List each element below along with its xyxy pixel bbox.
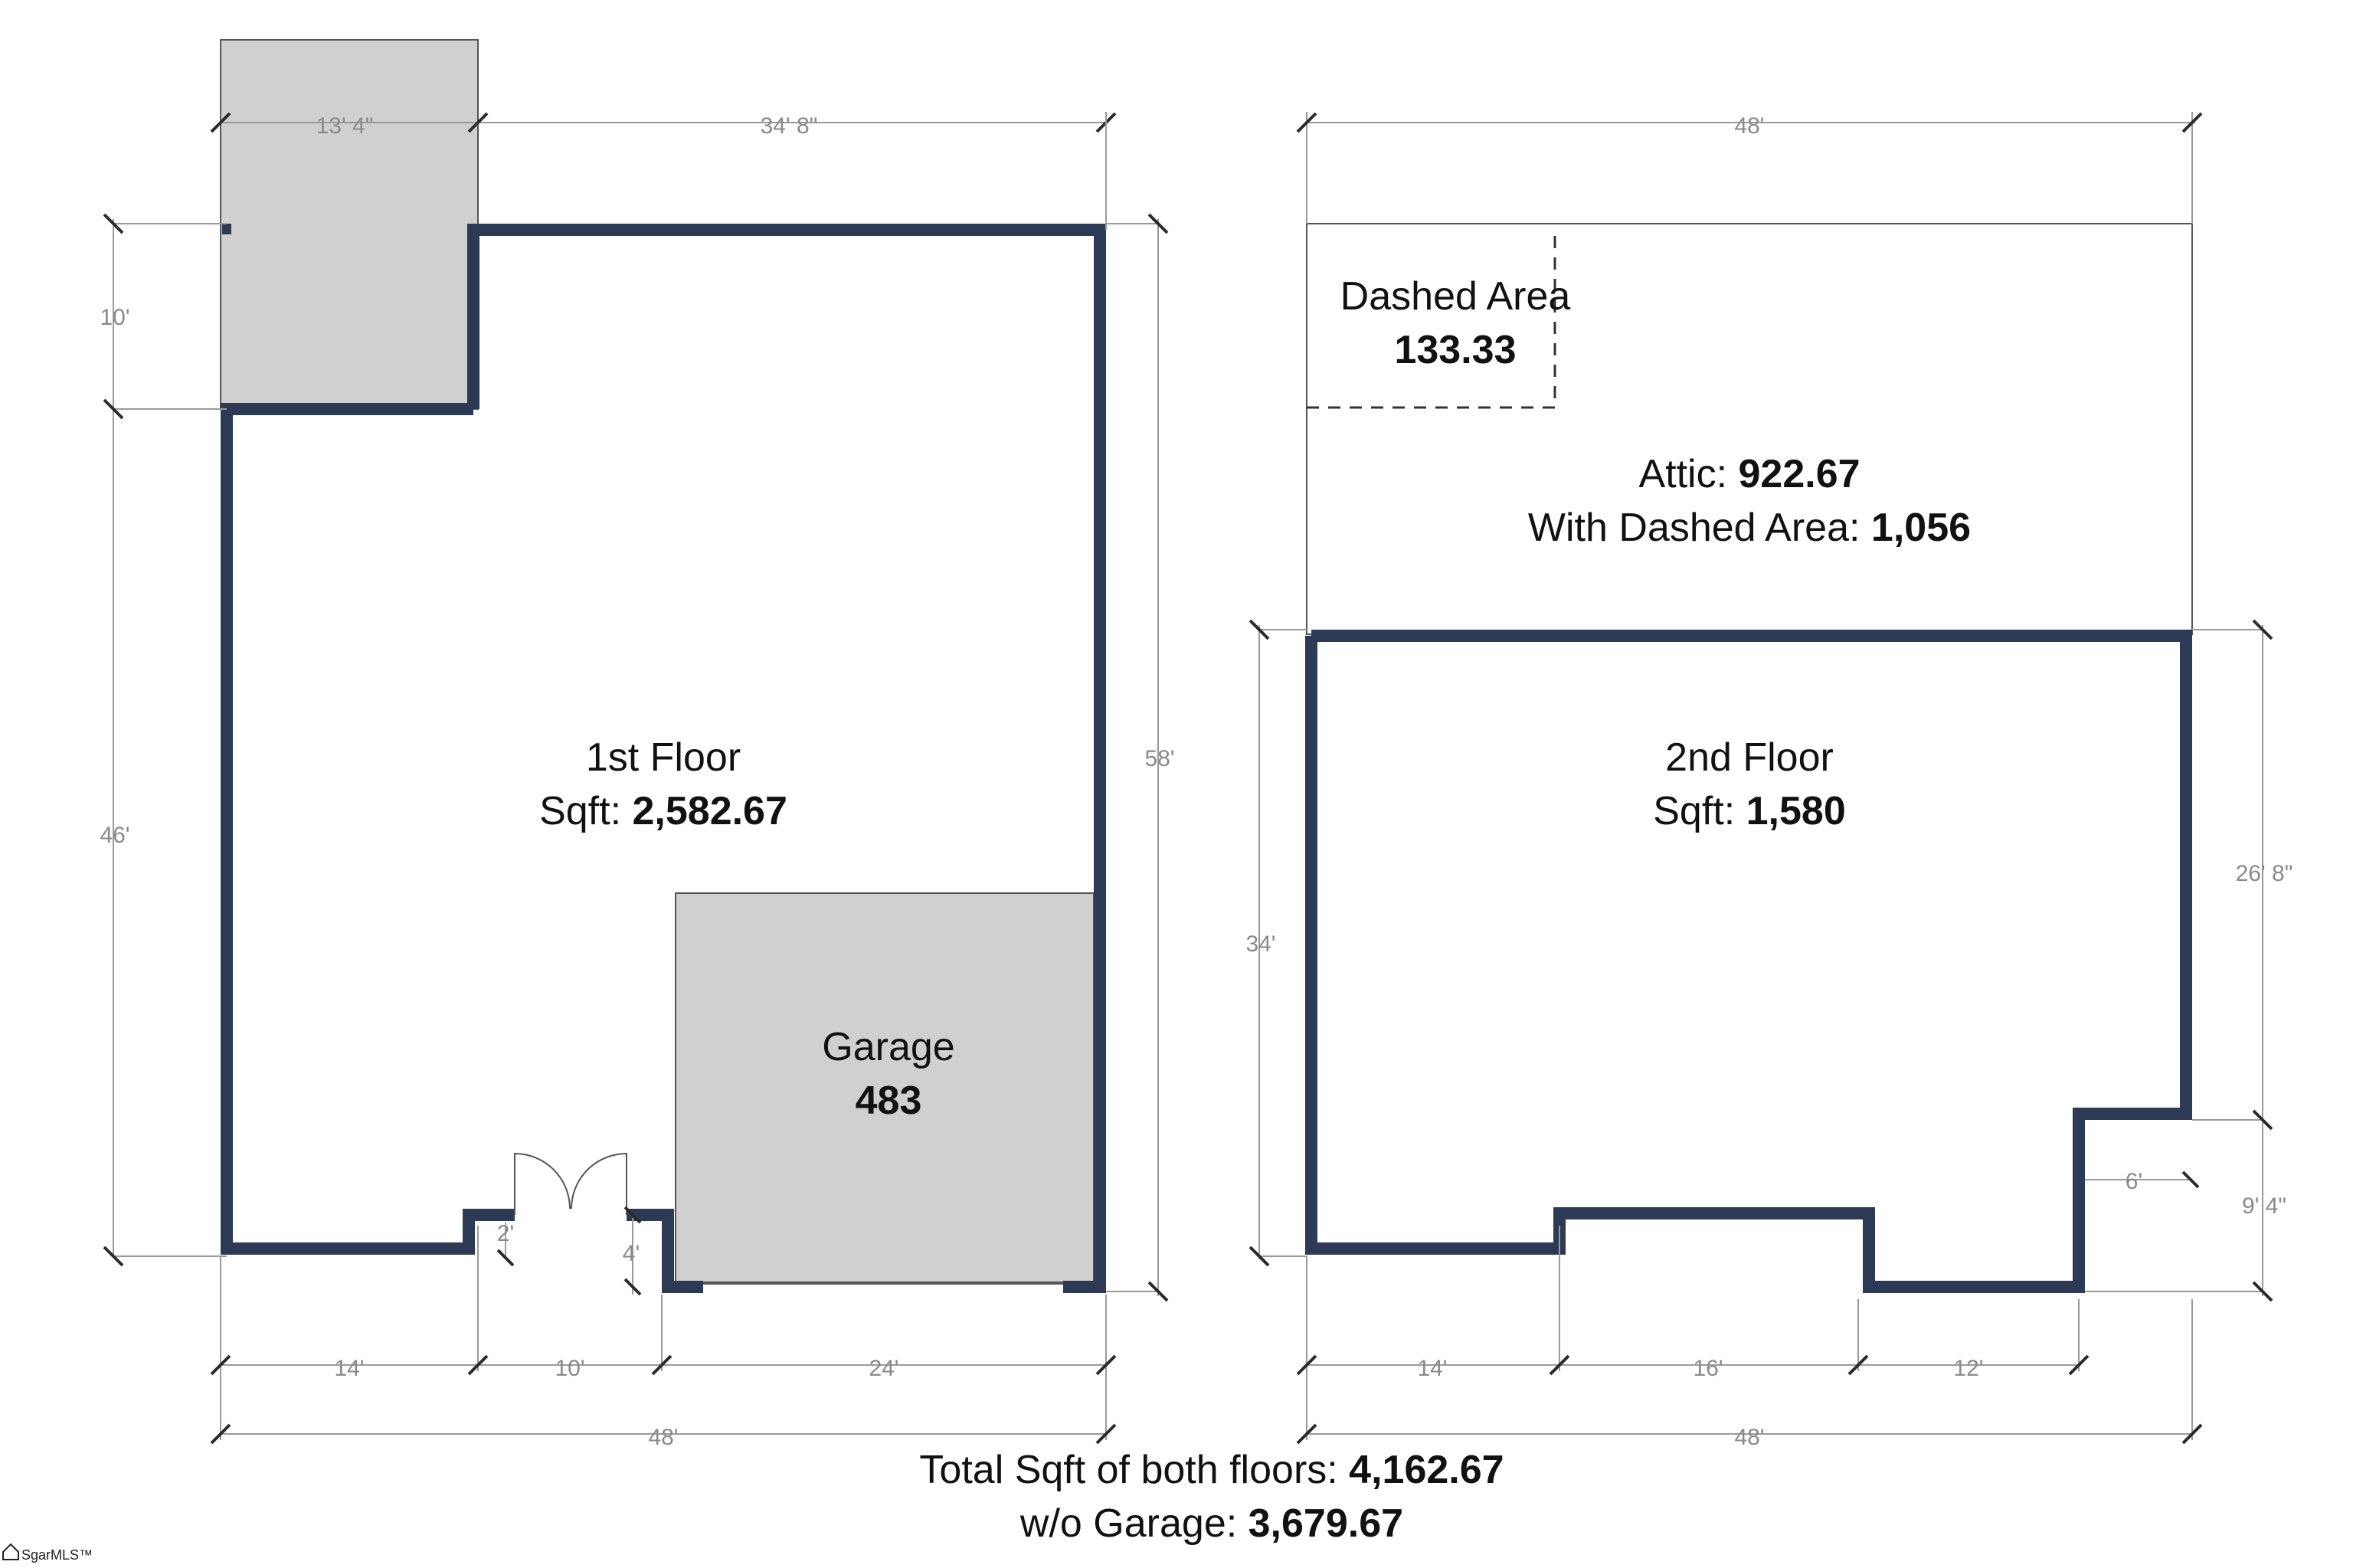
dim2-bottom-c: 12' (1953, 1356, 1983, 1381)
garage-area (675, 892, 1095, 1283)
second-floor-title: 2nd Floor (1665, 735, 1834, 780)
dim2-left: 34' (1245, 931, 1275, 957)
dim-top-right: 34' 8" (761, 113, 818, 139)
door-swing-left (514, 1152, 571, 1215)
garage-sqft: 483 (856, 1079, 922, 1123)
dim-door-a: 2' (497, 1221, 514, 1246)
first-floor-sqft: Sqft: 2,582.67 (539, 789, 787, 833)
dim2-notch: 6' (2126, 1169, 2142, 1194)
dim2-top: 48' (1734, 113, 1764, 139)
first-floor-walls-garage (627, 1209, 703, 1293)
dim2-bottom-total: 48' (1734, 1425, 1764, 1450)
dashed-area (1307, 231, 1556, 409)
dashed-area-value: 133.33 (1394, 328, 1516, 372)
house-logo-icon (2, 1543, 19, 1560)
dim-left-lower: 46' (100, 823, 129, 848)
dim-bottom-b: 10' (555, 1356, 584, 1381)
total-sqft: Total Sqft of both floors: 4,162.67 (919, 1448, 1504, 1492)
door-swing-right (571, 1152, 627, 1215)
dashed-area-title: Dashed Area (1340, 274, 1571, 319)
dim2-right-lower: 9' 4" (2242, 1193, 2286, 1219)
dim-door-b: 4' (623, 1241, 640, 1266)
post-marker (222, 224, 231, 234)
dim2-right-upper: 26' 8" (2236, 861, 2293, 886)
first-floor-title: 1st Floor (586, 735, 741, 780)
dim-bottom-total: 48' (648, 1425, 678, 1450)
first-floor-walls-left (221, 403, 515, 1255)
attic-with-dashed: With Dashed Area: 1,056 (1528, 506, 1971, 550)
porch-area (220, 39, 479, 410)
dim2-bottom-b: 16' (1693, 1356, 1723, 1381)
dim2-bottom-a: 14' (1417, 1356, 1447, 1381)
dim-left-upper: 10' (100, 305, 129, 330)
attic-sqft: Attic: 922.67 (1638, 452, 1860, 496)
garage-title: Garage (822, 1025, 954, 1069)
dim-bottom-a: 14' (334, 1356, 364, 1381)
second-floor-sqft: Sqft: 1,580 (1653, 789, 1846, 833)
dim-right: 58' (1144, 746, 1174, 771)
logo-text: SgarMLS™ (21, 1547, 93, 1563)
first-floor-walls (467, 224, 1106, 1293)
second-floor-walls (1305, 630, 2192, 1293)
dim-top-left: 13' 4" (316, 113, 374, 139)
total-without-garage: w/o Garage: 3,679.67 (1019, 1501, 1403, 1546)
dim-bottom-c: 24' (869, 1356, 898, 1381)
